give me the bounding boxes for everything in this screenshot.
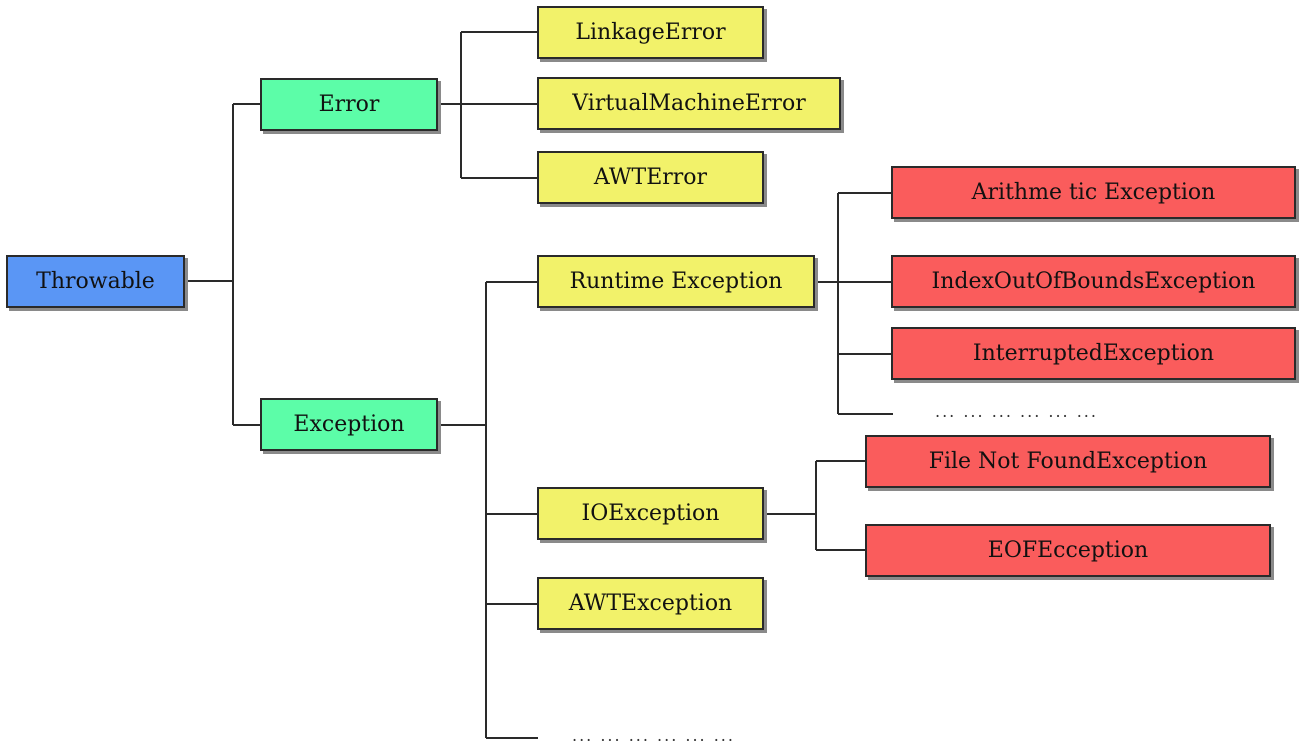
exception-more-ellipsis: ... ... ... ... ... ...: [572, 726, 735, 745]
node-interrupted-exception: InterruptedException: [891, 327, 1296, 380]
node-file-not-found-exception: File Not FoundException: [865, 435, 1271, 488]
node-eof-exception: EOFEcception: [865, 524, 1271, 577]
node-index-out-of-bounds-exception: IndexOutOfBoundsException: [891, 255, 1296, 308]
node-throwable: Throwable: [6, 255, 185, 308]
node-error: Error: [260, 78, 438, 131]
runtime-exception-more-ellipsis: ... ... ... ... ... ...: [935, 402, 1098, 421]
node-runtime-exception: Runtime Exception: [537, 255, 815, 308]
node-awt-exception: AWTException: [537, 577, 764, 630]
node-virtual-machine-error: VirtualMachineError: [537, 77, 841, 130]
node-exception: Exception: [260, 398, 438, 451]
node-arithmetic-exception: Arithme tic Exception: [891, 166, 1296, 219]
node-awt-error: AWTError: [537, 151, 764, 204]
node-linkage-error: LinkageError: [537, 6, 764, 59]
node-io-exception: IOException: [537, 487, 764, 540]
